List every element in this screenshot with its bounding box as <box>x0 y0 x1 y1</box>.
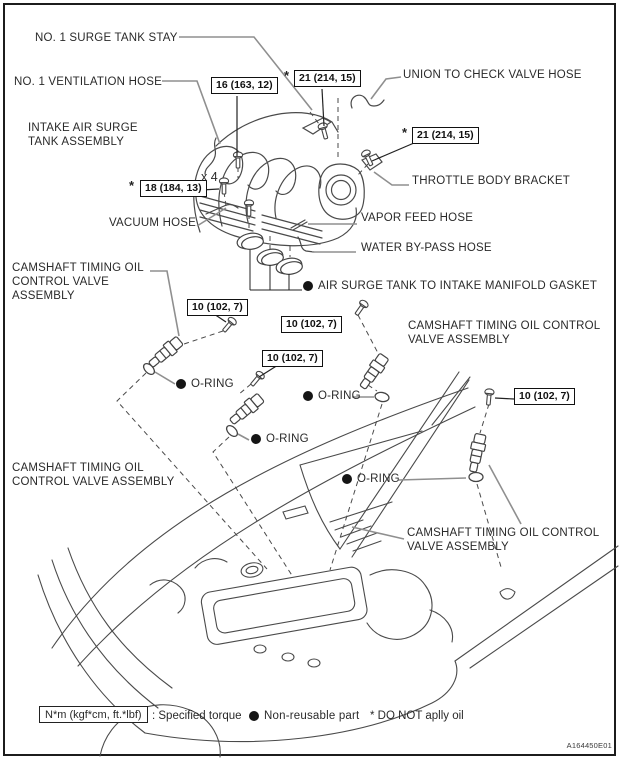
callout-water-hose: WATER BY-PASS HOSE <box>361 242 492 254</box>
non-reusable-dot-icon <box>249 711 259 721</box>
torque-box-10-a: 10 (102, 7) <box>187 299 248 316</box>
engine-bay-drawing <box>37 371 619 758</box>
o-ring-text: O-RING <box>318 390 361 402</box>
no-oil-asterisk: * <box>284 68 290 83</box>
torque-box-10-c: 10 (102, 7) <box>262 350 323 367</box>
torque-leader-lines <box>200 88 515 400</box>
callout-gasket-text: AIR SURGE TANK TO INTAKE MANIFOLD GASKET <box>318 280 598 292</box>
gasket-bracket-lines <box>249 250 302 291</box>
no-oil-asterisk: * <box>129 178 135 193</box>
callout-o-ring-2: O-RING <box>251 433 309 445</box>
non-reusable-dot-icon <box>342 474 352 484</box>
torque-box-21-b: 21 (214, 15) <box>412 127 479 144</box>
non-reusable-dot-icon <box>303 391 313 401</box>
torque-box-21-a: 21 (214, 15) <box>294 70 361 87</box>
torque-unit-box: N*m (kgf*cm, ft.*lbf) <box>39 706 148 723</box>
callout-throttle-bracket: THROTTLE BODY BRACKET <box>412 175 570 187</box>
callout-camshaft-valve-right-mid: CAMSHAFT TIMING OIL CONTROL VALVE ASSEMB… <box>408 320 601 346</box>
legend-no-oil: * DO NOT aplly oil <box>370 710 464 722</box>
no-oil-asterisk: * <box>402 125 408 140</box>
non-reusable-dot-icon <box>251 434 261 444</box>
callout-ventilation-hose: NO. 1 VENTILATION HOSE <box>14 76 162 88</box>
legend-non-reusable: Non-reusable part <box>249 710 359 722</box>
callout-o-ring-4: O-RING <box>342 473 400 485</box>
figure-code: A164450E01 <box>566 741 612 750</box>
callout-o-ring-3: O-RING <box>303 390 361 402</box>
callout-vacuum-hose: VACUUM HOSE <box>109 217 196 229</box>
callout-o-ring-1: O-RING <box>176 378 234 390</box>
intake-manifold-drawing <box>193 94 385 253</box>
callout-surge-tank-stay: NO. 1 SURGE TANK STAY <box>35 32 178 44</box>
non-reusable-dot-icon <box>303 281 313 291</box>
multiplier-x4: x 4 <box>201 170 218 184</box>
callout-camshaft-valve-left-top: CAMSHAFT TIMING OIL CONTROL VALVE ASSEMB… <box>12 262 144 302</box>
torque-box-16: 16 (163, 12) <box>211 77 278 94</box>
callout-intake-tank: INTAKE AIR SURGE TANK ASSEMBLY <box>28 122 138 148</box>
non-reusable-dot-icon <box>176 379 186 389</box>
o-ring-text: O-RING <box>357 473 400 485</box>
torque-box-18: 18 (184, 13) <box>140 180 207 197</box>
torque-box-10-b: 10 (102, 7) <box>281 316 342 333</box>
legend-non-reusable-text: Non-reusable part <box>264 710 360 722</box>
figure-border <box>3 3 616 756</box>
o-ring-icons <box>142 362 484 483</box>
callout-vapor-hose: VAPOR FEED HOSE <box>361 212 474 224</box>
callout-union-hose: UNION TO CHECK VALVE HOSE <box>403 69 582 81</box>
o-ring-text: O-RING <box>191 378 234 390</box>
o-ring-text: O-RING <box>266 433 309 445</box>
torque-box-10-d: 10 (102, 7) <box>514 388 575 405</box>
legend-specified-torque: : Specified torque <box>152 710 242 722</box>
label-leader-lines <box>150 36 522 540</box>
callout-camshaft-valve-left-bottom: CAMSHAFT TIMING OIL CONTROL VALVE ASSEMB… <box>12 462 175 488</box>
callout-camshaft-valve-right-bottom: CAMSHAFT TIMING OIL CONTROL VALVE ASSEMB… <box>407 527 600 553</box>
callout-gasket: AIR SURGE TANK TO INTAKE MANIFOLD GASKET <box>303 280 597 292</box>
